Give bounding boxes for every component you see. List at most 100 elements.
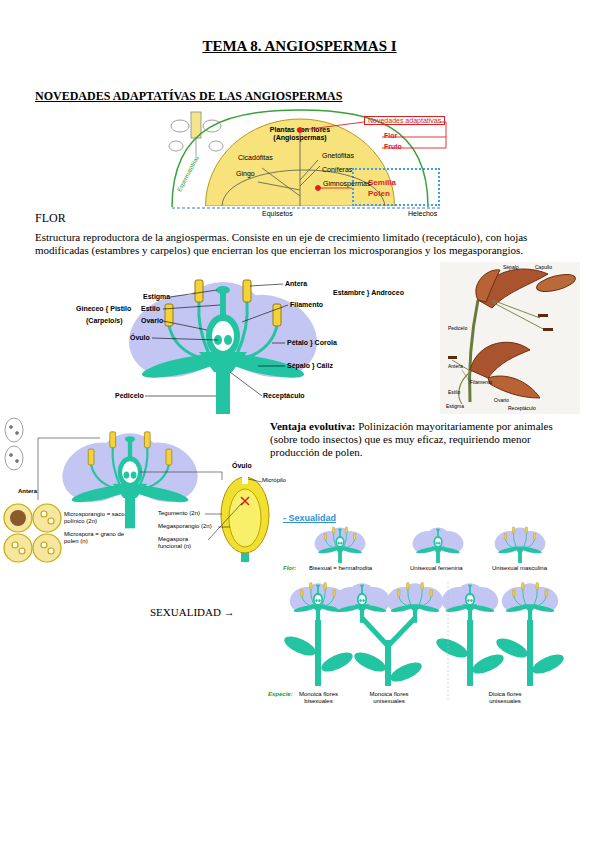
lily-photo xyxy=(538,314,548,317)
leader-lines xyxy=(152,338,218,340)
plants xyxy=(352,648,389,675)
anther-section xyxy=(12,542,18,548)
section-heading: - Sexualidad xyxy=(283,513,336,523)
cladogram-lines xyxy=(300,166,320,186)
novelty-markers xyxy=(316,186,321,191)
pollen-grains xyxy=(10,454,13,457)
body-text: Estructura reproductora de la angiosperm… xyxy=(35,231,570,257)
lily-photo xyxy=(476,270,500,302)
lily-photo xyxy=(470,342,530,378)
category-label: Unisexual masculina xyxy=(492,565,547,572)
clade-name: Gimnospermas xyxy=(323,180,370,188)
plants xyxy=(434,634,471,661)
lily-photo xyxy=(488,376,540,398)
photo-label: Pedicelo xyxy=(448,326,467,332)
lily-photo xyxy=(543,328,553,331)
clade-name: Espermatófitas xyxy=(176,155,201,194)
plants xyxy=(530,650,567,677)
part-label: Micrópilo xyxy=(262,477,286,484)
section-heading: FLOR xyxy=(35,212,66,226)
anther-section xyxy=(19,548,25,554)
lily-photo xyxy=(469,300,478,402)
clade-name: Coníferas xyxy=(322,166,352,174)
male-flower xyxy=(498,583,561,623)
ovule-leaders xyxy=(205,514,222,515)
pollen-grains xyxy=(16,432,19,435)
node-text: Semilla xyxy=(368,177,438,188)
section-heading: NOVEDADES ADAPTATÍVAS DE LAS ANGIOSPERMA… xyxy=(35,90,342,104)
lily-photo xyxy=(462,370,470,382)
photo-label: Capullo xyxy=(535,265,552,271)
male-flower xyxy=(383,583,446,623)
pollen-grains xyxy=(10,426,13,429)
part-label: Antera xyxy=(18,488,37,495)
cladogram-lines xyxy=(262,168,300,196)
ovule-section xyxy=(229,489,261,547)
row-label: Flor: xyxy=(283,565,296,572)
page-title: TEMA 8. ANGIOSPERMAS I xyxy=(0,38,599,55)
cladogram-lines xyxy=(258,182,300,190)
plants xyxy=(319,648,356,675)
part-label: Microsporangio = saco polínico (2n) xyxy=(64,511,136,525)
lily-photo xyxy=(440,262,580,414)
cladogram-lines xyxy=(222,170,385,206)
lily-photo xyxy=(535,271,577,295)
male-flower xyxy=(491,527,548,563)
part-label: Sépalo } Cáliz xyxy=(287,362,333,370)
leader-lines xyxy=(258,366,285,367)
node-text: Polen xyxy=(368,188,438,199)
leader-lines xyxy=(170,290,217,297)
part-label: Megaspora funcional (n) xyxy=(158,536,208,550)
note-heading: Ventaja evolutiva: xyxy=(270,420,355,432)
clade-name: Gingo xyxy=(236,170,255,178)
lily-photo xyxy=(492,302,545,330)
ovule-leaders xyxy=(205,479,262,540)
ovule-section xyxy=(241,497,249,505)
part-label: Microspora = grano de polen (n) xyxy=(64,531,136,545)
clade-name: Equisetos xyxy=(262,210,293,218)
lily-photo xyxy=(492,300,540,318)
clade-name: Cicadófitas xyxy=(238,154,273,162)
node-text: Novedades adaptativas xyxy=(368,117,441,124)
phylogeny-sketch xyxy=(171,120,189,132)
part-label: Óvulo xyxy=(130,334,150,342)
part-label: (Carpelo/s) xyxy=(86,317,123,325)
anther-section xyxy=(4,534,32,562)
part-label: Receptáculo xyxy=(263,392,305,400)
cladogram-lines xyxy=(222,131,385,206)
flower-diagram-2 xyxy=(54,432,206,528)
female-flower xyxy=(409,527,466,563)
plants xyxy=(470,650,507,677)
ovule-leaders xyxy=(208,503,242,540)
dioecy-divider xyxy=(448,582,449,700)
category-label: Bisexual = hermafrodita xyxy=(309,565,372,572)
part-label: Pétalo } Corola xyxy=(287,339,337,347)
part-label: Óvulo xyxy=(232,462,252,470)
pollen-grains xyxy=(5,418,23,470)
clade-name: Helechos xyxy=(408,210,437,218)
anther-section xyxy=(4,504,61,562)
phylogeny-sketch xyxy=(209,141,223,151)
leader-lines xyxy=(145,396,216,397)
leader-lines xyxy=(272,343,285,344)
part-label: Tegumento (2n) xyxy=(158,510,200,517)
part-label: Estigma xyxy=(143,293,170,301)
row-label: Especie: xyxy=(268,691,293,698)
cladogram-lines xyxy=(300,131,301,206)
photo-label: Ovario xyxy=(494,398,509,404)
plants xyxy=(362,618,415,646)
part-label: Filamento xyxy=(290,301,323,309)
ovule-section xyxy=(221,477,269,553)
ovule-section xyxy=(242,476,248,484)
anther-section xyxy=(4,504,32,532)
photo-label: Estilo xyxy=(448,390,460,396)
bisexual-flower xyxy=(311,527,368,563)
anther-leader xyxy=(38,438,100,500)
clade-shape xyxy=(206,119,395,206)
category-label: Unisexual femenina xyxy=(410,565,463,572)
anther-section xyxy=(48,548,54,554)
plants xyxy=(494,634,531,661)
plants xyxy=(282,632,319,659)
anther-section xyxy=(48,518,54,524)
